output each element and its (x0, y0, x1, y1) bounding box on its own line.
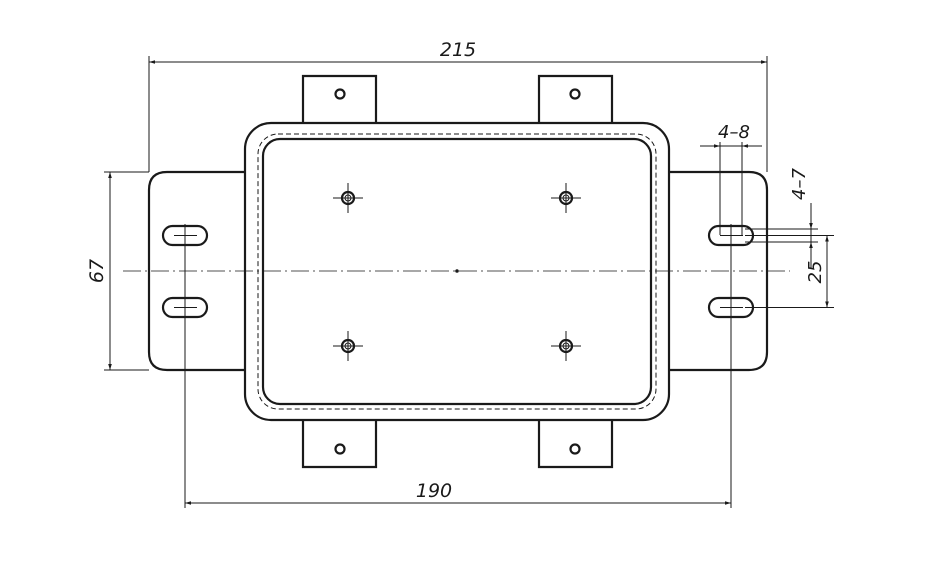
threaded-hole (551, 331, 581, 361)
dimension-overall-width: 215 (148, 39, 768, 172)
dimension-label-4-8: 4–8 (718, 122, 750, 143)
center-point (455, 269, 459, 273)
tab-hole (334, 88, 346, 100)
tab-hole (334, 443, 346, 455)
dimension-slot-spacing-vertical: 25 (745, 235, 834, 308)
top-right-tab (537, 74, 614, 123)
tab-hole (569, 88, 581, 100)
enclosure-body (243, 121, 671, 422)
threaded-hole (333, 183, 363, 213)
dimension-flange-height: 67 (86, 171, 149, 371)
threaded-hole (333, 331, 363, 361)
dimension-slot-length: 4–8 (700, 122, 762, 235)
dimension-label-215: 215 (440, 39, 476, 61)
threaded-hole (551, 183, 581, 213)
bottom-left-tab (301, 420, 378, 469)
dimension-label-67: 67 (86, 259, 108, 283)
top-left-tab (301, 74, 378, 123)
dimension-label-190: 190 (416, 480, 452, 502)
dimension-slot-width: 4–7 (745, 168, 818, 268)
dimension-slot-spacing-horizontal: 190 (185, 480, 731, 505)
dimension-label-4-7: 4–7 (789, 168, 810, 200)
dimension-label-25: 25 (805, 261, 826, 284)
bottom-right-tab (537, 420, 614, 469)
tab-hole (569, 443, 581, 455)
